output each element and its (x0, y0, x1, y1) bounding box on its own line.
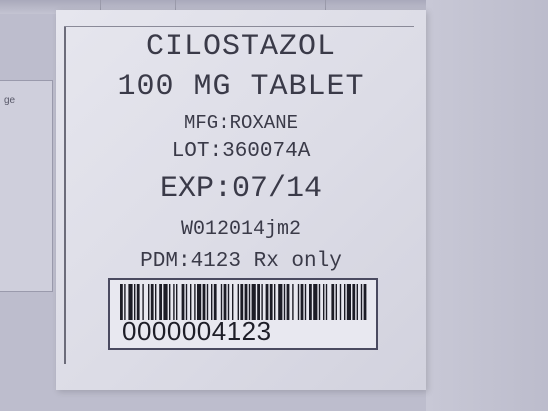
drug-strength: 100 MG TABLET (117, 70, 365, 104)
internal-code: W012014jm2 (180, 218, 302, 241)
background-tab (100, 0, 176, 12)
barcode-box: 0000004123 (108, 278, 378, 350)
manufacturer: MFG:ROXANE (183, 112, 299, 134)
drug-name: CILOSTAZOL (145, 30, 337, 64)
barcode-icon (120, 284, 367, 320)
label-left-rule (64, 26, 66, 364)
lot-number: LOT:360074A (171, 140, 311, 163)
side-panel: ge (0, 80, 53, 292)
expiration-date: EXP:07/14 (159, 172, 323, 206)
side-panel-text: ge (4, 95, 16, 106)
background-right (426, 0, 548, 411)
barcode-number: 0000004123 (122, 316, 272, 346)
pdm-rx-line: PDM:4123 Rx only (140, 250, 342, 273)
label-top-rule (64, 26, 414, 27)
background-tab (175, 0, 326, 12)
background-tab (60, 0, 101, 12)
